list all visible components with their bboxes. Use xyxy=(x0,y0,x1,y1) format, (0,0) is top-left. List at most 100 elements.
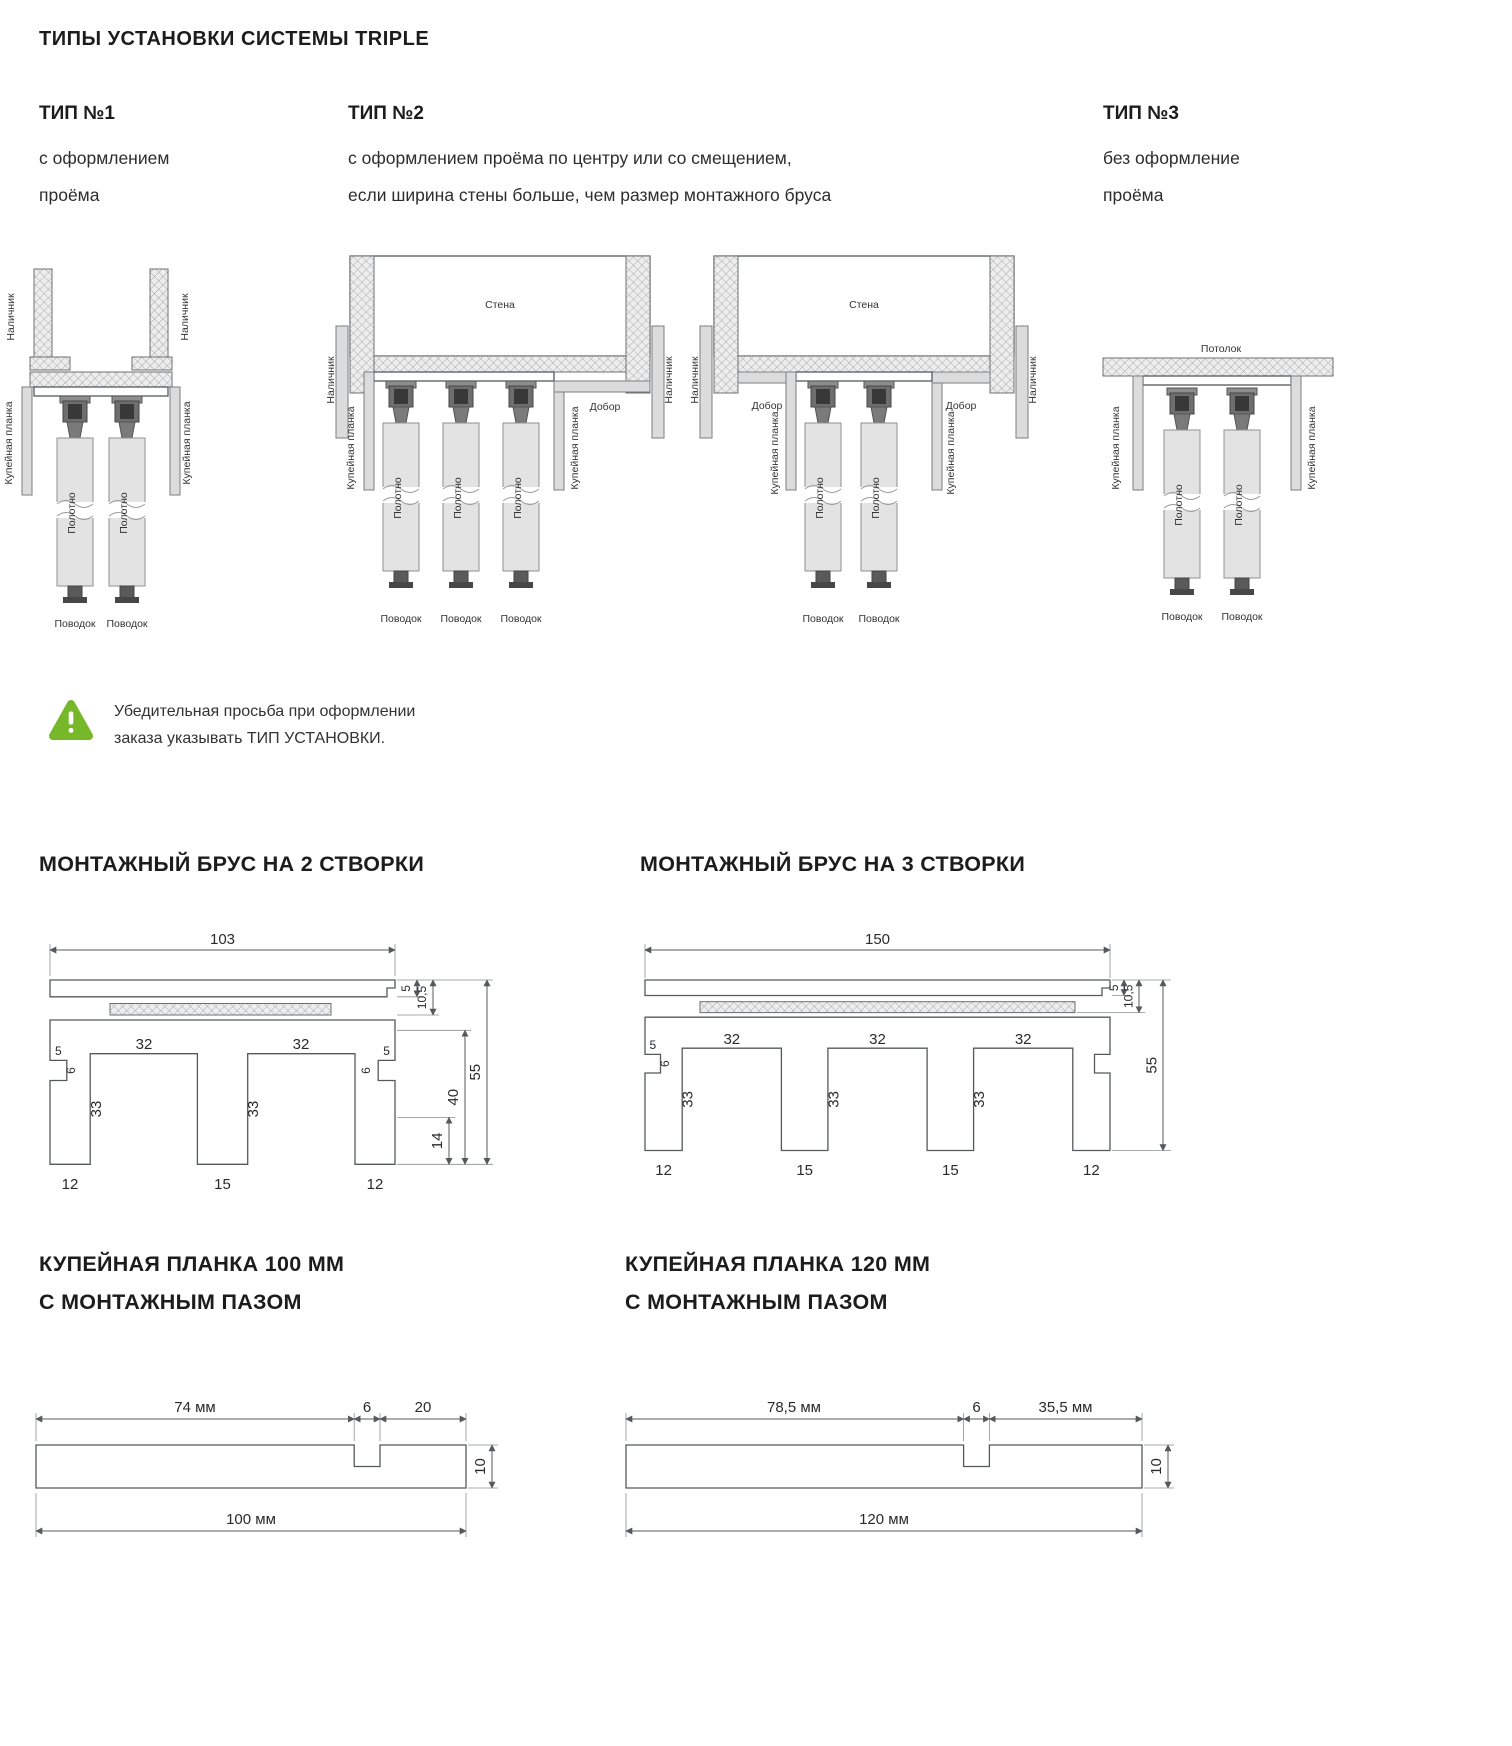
label-kupe-planka: Купейная планка xyxy=(569,406,581,489)
kupe-planka-board xyxy=(553,391,565,491)
label-povodok: Поводок xyxy=(1221,611,1262,623)
wall-column xyxy=(989,255,1015,394)
wall xyxy=(713,255,1015,357)
label-polotno: Полотно xyxy=(814,477,826,519)
type-3-label: ТИП №3 xyxy=(1103,103,1179,124)
brus2-dim-40: 40 xyxy=(445,1089,462,1106)
brus2-dim-tooth1: 12 xyxy=(62,1176,79,1193)
mounting-beam xyxy=(737,355,991,373)
nalichnik-board xyxy=(699,325,713,439)
brus3-dim-slot1: 32 xyxy=(723,1031,740,1048)
kupe-planka-board xyxy=(1132,375,1144,491)
label-nalichnik: Наличник xyxy=(689,356,701,404)
nalichnik-board xyxy=(1015,325,1029,439)
brus2-drawing: 103 5 10,5 14 40 55 32 32 33 33 5 6 5 6 … xyxy=(49,931,493,1193)
brus2-title: МОНТАЖНЫЙ БРУС НА 2 СТВОРКИ xyxy=(39,852,425,876)
planka120-title-line1: КУПЕЙНАЯ ПЛАНКА 120 ММ xyxy=(625,1252,931,1276)
brus2-dim-tooth2: 15 xyxy=(214,1176,231,1193)
planka120-dim-height: 10 xyxy=(1148,1458,1165,1475)
label-kupe-planka: Купейная планка xyxy=(945,411,957,494)
planka120-drawing: 78,5 мм 6 35,5 мм 10 120 мм xyxy=(625,1399,1174,1537)
type-2-desc-line2: если ширина стены больше, чем размер мон… xyxy=(348,185,832,205)
label-polotno: Полотно xyxy=(512,477,524,519)
kupe-planka-board xyxy=(21,386,33,496)
planka120-dimensions: 78,5 мм 6 35,5 мм 10 120 мм xyxy=(625,1399,1174,1537)
planka100-dim-right: 20 xyxy=(415,1399,432,1416)
brus2-dim-depth2: 33 xyxy=(245,1101,262,1118)
planka120-title-line2: С МОНТАЖНЫМ ПАЗОМ xyxy=(625,1290,888,1314)
kupe-planka-board xyxy=(169,386,181,496)
label-kupe-planka: Купейная планка xyxy=(181,401,193,484)
page-title: ТИПЫ УСТАНОВКИ СИСТЕМЫ TRIPLE xyxy=(39,28,430,50)
brus2-dim-width: 103 xyxy=(210,931,235,948)
label-polotno: Полотно xyxy=(870,477,882,519)
label-povodok: Поводок xyxy=(380,613,421,625)
label-dobor: Добор xyxy=(946,400,977,412)
label-kupe-planka: Купейная планка xyxy=(345,406,357,489)
brus3-dim-width: 150 xyxy=(865,931,890,948)
label-nalichnik: Наличник xyxy=(663,356,675,404)
label-polotno: Полотно xyxy=(1173,484,1185,526)
nalichnik-foot xyxy=(29,356,71,371)
planka120-profile xyxy=(625,1444,1143,1489)
label-povodok: Поводок xyxy=(440,613,481,625)
brus2-dim-plate: 5 xyxy=(399,985,413,992)
brus2-dim-notch-l-h: 6 xyxy=(64,1067,78,1074)
label-kupe-planka: Купейная планка xyxy=(1110,406,1122,489)
type-2-header: ТИП №2 с оформлением проёма по центру ил… xyxy=(348,103,1108,214)
brus3-dim-plate: 5 xyxy=(1107,984,1121,991)
warning-line1: Убедительная просьба при оформлении xyxy=(114,703,416,720)
kupe-planka-board xyxy=(931,382,943,491)
nalichnik-board xyxy=(149,268,169,366)
brus2-dim-depth1: 33 xyxy=(88,1101,105,1118)
diagram-type-2-offset: Стена Наличник Наличник Добор Добор Купе… xyxy=(689,255,1039,625)
planka120-title: КУПЕЙНАЯ ПЛАНКА 120 ММ С МОНТАЖНЫМ ПАЗОМ xyxy=(625,1245,930,1321)
brus3-title: МОНТАЖНЫЙ БРУС НА 3 СТВОРКИ xyxy=(640,852,1026,876)
label-polotno: Полотно xyxy=(66,492,78,534)
type-3-header: ТИП №3 без оформление проёма xyxy=(1103,103,1423,214)
diagram-type-2-centered: Стена Наличник Наличник Добор Купейная п… xyxy=(325,255,675,625)
mounting-beam xyxy=(373,355,627,373)
brus2-dim-notch-r-h: 6 xyxy=(359,1067,373,1074)
type1-structure xyxy=(21,268,181,604)
planka100-dimensions: 74 мм 6 20 10 100 мм xyxy=(35,1399,498,1537)
brus2-dim-step: 10,5 xyxy=(415,985,429,1009)
label-kupe-planka: Купейная планка xyxy=(1306,406,1318,489)
type-1-desc-line2: проёма xyxy=(39,185,100,205)
brus3-dim-tooth3: 15 xyxy=(942,1162,959,1179)
brus2-dim-14: 14 xyxy=(429,1133,446,1150)
label-povodok: Поводок xyxy=(858,613,899,625)
type-1-label: ТИП №1 xyxy=(39,103,115,124)
type-2-label: ТИП №2 xyxy=(348,103,424,124)
wall-column xyxy=(713,255,739,394)
brus2-dim-tooth3: 12 xyxy=(367,1176,384,1193)
warning-icon xyxy=(49,700,93,740)
label-polotno: Полотно xyxy=(1233,484,1245,526)
track-profile xyxy=(795,371,933,382)
planka120-dim-left: 78,5 мм xyxy=(767,1399,821,1416)
track-profile xyxy=(33,386,169,397)
label-nalichnik: Наличник xyxy=(325,356,337,404)
brus3-dim-55: 55 xyxy=(1144,1057,1161,1074)
type2b-structure xyxy=(699,255,1029,589)
label-kupe-planka: Купейная планка xyxy=(3,401,15,484)
planka100-drawing: 74 мм 6 20 10 100 мм xyxy=(35,1399,498,1537)
brus2-dim-notch-r-w: 5 xyxy=(383,1044,390,1058)
brus2-dim-slot1: 32 xyxy=(136,1036,153,1053)
diagram-type-3: Потолок Купейная планка Купейная планка … xyxy=(1102,343,1334,623)
brus2-dim-notch-l-w: 5 xyxy=(55,1044,62,1058)
ceiling xyxy=(1102,357,1334,377)
label-nalichnik: Наличник xyxy=(179,293,191,341)
type-3-desc-line1: без оформление xyxy=(1103,148,1240,168)
brus2-dimensions: 103 5 10,5 14 40 55 32 32 33 33 5 6 5 6 … xyxy=(49,931,493,1193)
type-3-desc-line2: проёма xyxy=(1103,185,1164,205)
brus3-dim-notch-w: 5 xyxy=(649,1038,656,1052)
brus3-dim-slot3: 32 xyxy=(1015,1031,1032,1048)
planka100-title: КУПЕЙНАЯ ПЛАНКА 100 ММ С МОНТАЖНЫМ ПАЗОМ xyxy=(39,1245,344,1321)
label-polotno: Полотно xyxy=(118,492,130,534)
label-polotno: Полотно xyxy=(452,477,464,519)
planka100-dim-notch: 6 xyxy=(363,1399,371,1416)
label-dobor: Добор xyxy=(752,400,783,412)
planka120-dim-total: 120 мм xyxy=(859,1511,909,1528)
kupe-planka-board xyxy=(1290,375,1302,491)
